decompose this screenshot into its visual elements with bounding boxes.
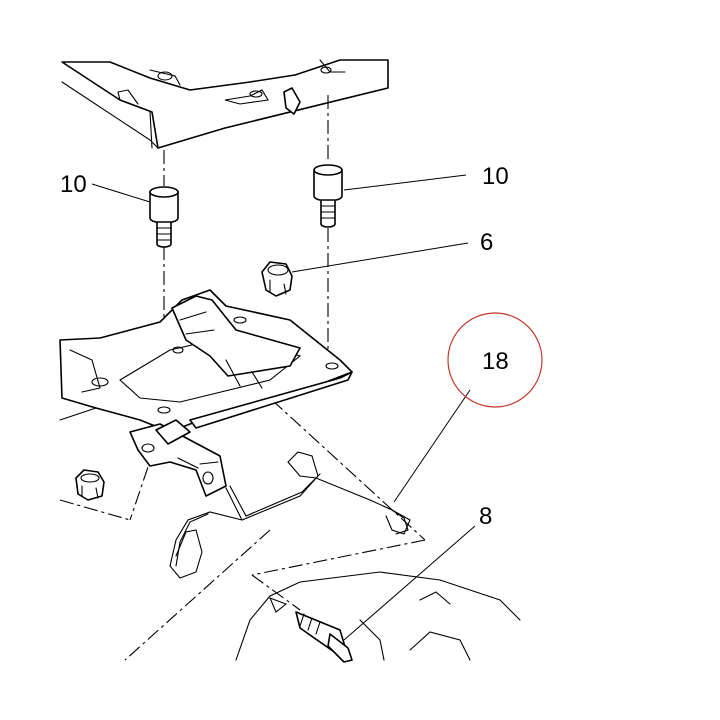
highlight-circle [447,312,543,408]
callout-stud-left: 10 [60,171,87,198]
leader-lines [91,174,476,641]
callout-nut: 6 [480,229,493,256]
nut-lower [75,469,105,501]
latch-lever [129,419,227,497]
stud-right [313,164,343,228]
mounting-bracket [59,289,353,433]
stud-left [149,186,179,248]
nut-upper [261,261,293,297]
callout-spring: 18 [482,348,509,375]
lower-body [235,571,521,661]
callout-stud-right: 10 [482,163,509,190]
bolt [295,611,353,663]
callout-bolt: 8 [479,503,492,530]
spring-wire [169,451,411,579]
upper-housing [61,59,389,149]
